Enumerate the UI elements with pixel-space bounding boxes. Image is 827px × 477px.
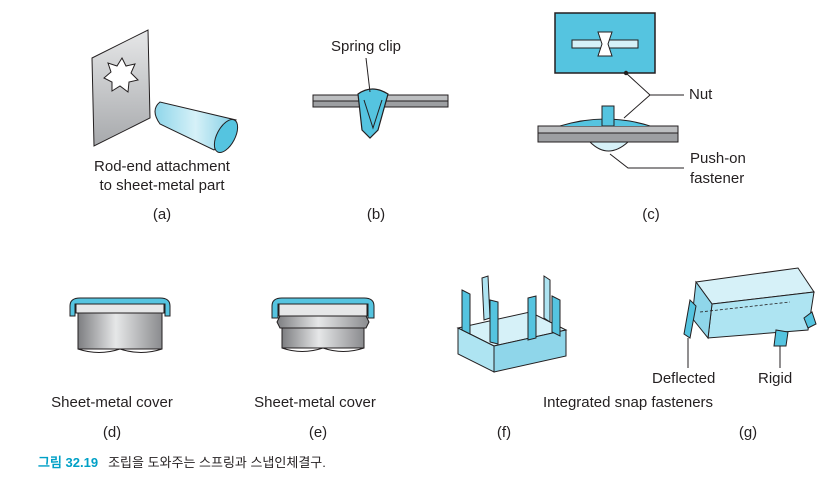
panel-g-label: (g) (738, 424, 758, 441)
spring-clip-inner (363, 99, 383, 130)
spring-clip-leader (365, 57, 371, 93)
push-on-fastener-illustration (537, 12, 684, 169)
nut-leader (625, 72, 684, 96)
cover-d-lid (69, 297, 171, 317)
rod-end-caption-line2: to sheet-metal part (99, 177, 225, 194)
g-deflected-tab (683, 298, 697, 339)
sheet-metal-cover-e-illustration (271, 297, 375, 352)
sheet-metal-plate (91, 29, 151, 147)
g-rigid-tab (773, 329, 789, 347)
plate-lower (537, 132, 679, 143)
snap-arm-right-back (543, 275, 551, 323)
rigid-label: Rigid (758, 370, 793, 387)
cover-d-bottom (77, 348, 163, 353)
panel-a-label: (a) (152, 206, 172, 223)
cover-e-bottom (281, 347, 365, 352)
panel-b-label: (b) (366, 206, 386, 223)
spring-clip-illustration (312, 57, 449, 139)
figure-caption-text: 조립을 도와주는 스프링과 스냅인체결구. (108, 455, 326, 470)
snap-fasteners-caption: Integrated snap fasteners (542, 394, 714, 411)
cover-e-lid (271, 297, 375, 319)
panel-d-label: (d) (102, 424, 122, 441)
nut-stud (601, 105, 615, 127)
snap-arm-left-back (481, 275, 491, 321)
push-on-label-line1: Push-on (690, 150, 746, 167)
nut-label: Nut (689, 86, 713, 103)
figure-caption-label: 그림 32.19 (38, 455, 99, 470)
cover-e-body (281, 325, 365, 349)
rod-end-face (213, 119, 239, 153)
snap-arm-right (527, 295, 537, 341)
panel-f-label: (f) (496, 424, 512, 441)
snap-arm-mid (489, 299, 499, 345)
spring-clip-label: Spring clip (330, 38, 402, 55)
sheet-metal-cover-d-illustration (69, 297, 171, 353)
cover-d-body (77, 312, 163, 350)
cover-e-bead (276, 315, 370, 329)
deflected-rigid-fastener-illustration (683, 267, 817, 368)
integrated-snap-fasteners-illustration (456, 275, 568, 373)
rod-end-caption-line1: Rod-end attachment (94, 158, 230, 175)
cover-e-caption: Sheet-metal cover (254, 394, 376, 411)
plate-upper (537, 125, 679, 134)
star-hole (103, 56, 139, 93)
figure-caption: 그림 32.19 조립을 도와주는 스프링과 스냅인체결구. (38, 452, 326, 471)
g-hidden-edge (699, 301, 791, 313)
push-on-leader (609, 153, 684, 169)
panel-e-label: (e) (308, 424, 328, 441)
panel-c-label: (c) (642, 206, 660, 223)
cover-e-rim (278, 303, 368, 317)
spring-clip (357, 88, 389, 139)
detail-fastener (597, 31, 613, 57)
cover-d-rim (75, 303, 165, 314)
rod-end-attachment-illustration (91, 29, 239, 153)
snap-arm-far-right (551, 295, 561, 337)
push-on-cap (588, 141, 630, 152)
push-on-label-line2: fastener (690, 170, 745, 187)
g-right-tab (803, 311, 817, 329)
cover-d-caption: Sheet-metal cover (51, 394, 173, 411)
nut-leader-branch (623, 94, 651, 119)
snap-base-side (493, 329, 567, 373)
deflected-label: Deflected (652, 370, 716, 387)
snap-arm-left (461, 289, 471, 335)
